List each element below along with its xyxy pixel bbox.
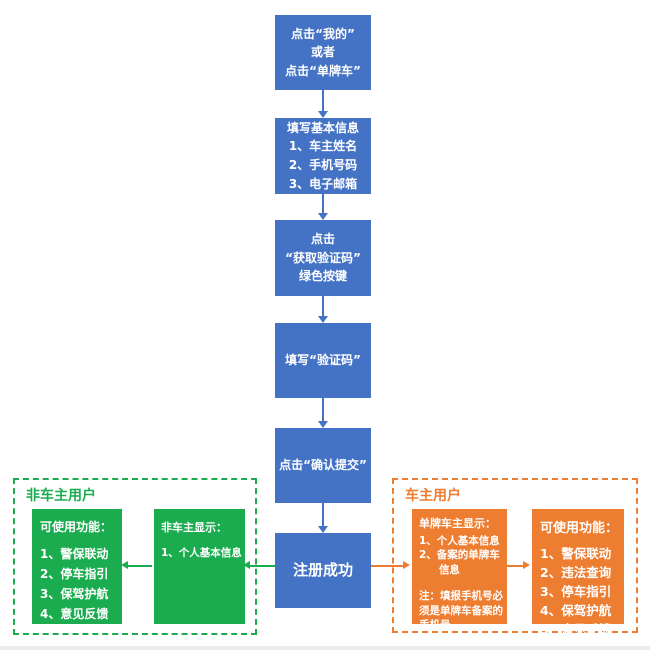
arrow-left-icon	[121, 561, 152, 570]
step-text-line: 点击“单牌车”	[285, 63, 361, 78]
display-title: 单牌车主显示：	[419, 517, 496, 530]
flow-step-enter-verification-code: 填写“验证码”	[275, 323, 371, 398]
list-item: 1、个人基本信息	[161, 547, 242, 559]
display-note: 注：填报手机号必须是单牌车备案的手机号	[419, 590, 503, 631]
list-item: 5、意见反馈	[540, 622, 612, 637]
owner-functions-box: 可使用功能： 1、警保联动 2、违法查询 3、停车指引 4、保驾护航 5、意见反…	[532, 509, 624, 637]
step-text-line: 3、电子邮箱	[288, 176, 358, 191]
step-text-line: 1、车主姓名	[288, 139, 358, 154]
flow-step-confirm-submit: 点击“确认提交”	[275, 428, 371, 503]
page-bottom-edge	[0, 646, 650, 650]
arrow-down-icon	[318, 194, 328, 220]
flow-step-fill-basic-info: 填写基本信息 1、车主姓名 2、手机号码 3、电子邮箱	[275, 118, 371, 194]
list-item: 1、个人基本信息	[419, 534, 500, 547]
step-text-line: 点击	[310, 232, 335, 247]
non-owner-functions-box: 可使用功能： 1、警保联动 2、停车指引 3、保驾护航 4、意见反馈	[32, 509, 122, 624]
step-text-line: 绿色按键	[298, 269, 347, 284]
flow-step-get-verification-code: 点击 “获取验证码” 绿色按键	[275, 220, 371, 296]
list-item: 4、意见反馈	[40, 607, 109, 621]
flow-step-entry: 点击“我的” 或者 点击“单牌车”	[275, 15, 371, 90]
list-item: 4、保驾护航	[540, 603, 612, 618]
arrow-right-icon	[505, 561, 530, 570]
owner-group-label: 车主用户	[405, 488, 461, 504]
flow-step-register-success: 注册成功	[275, 533, 371, 608]
arrow-down-icon	[318, 398, 328, 428]
arrow-down-icon	[318, 296, 328, 323]
arrow-left-icon	[243, 561, 275, 570]
step-text-line: 填写基本信息	[286, 120, 359, 135]
non-owner-display-box: 非车主显示： 1、个人基本信息	[154, 509, 245, 624]
owner-display-box: 单牌车主显示： 1、个人基本信息 2、备案的单牌车信息 注：填报手机号必须是单牌…	[412, 509, 507, 631]
step-text-line: 点击“我的”	[291, 26, 355, 41]
functions-title: 可使用功能：	[540, 521, 619, 536]
non-owner-group-label: 非车主用户	[26, 488, 96, 504]
step-text-line: 注册成功	[292, 560, 353, 579]
functions-title: 可使用功能：	[40, 520, 113, 534]
list-item: 1、警保联动	[540, 546, 612, 561]
step-text-line: “获取验证码”	[285, 250, 361, 265]
display-title: 非车主显示：	[161, 521, 227, 534]
step-text-line: 点击“确认提交”	[279, 458, 367, 473]
list-item: 2、备案的单牌车信息	[419, 549, 500, 576]
list-item: 3、保驾护航	[40, 587, 109, 601]
list-item: 2、违法查询	[540, 565, 612, 580]
step-text-line: 或者	[310, 45, 335, 60]
list-item: 1、警保联动	[40, 547, 109, 561]
non-owner-group: 非车主用户 可使用功能： 1、警保联动 2、停车指引 3、保驾护航 4、意见反馈…	[13, 478, 257, 635]
list-item: 2、停车指引	[40, 567, 109, 581]
arrow-down-icon	[318, 503, 328, 533]
arrow-right-icon	[371, 561, 410, 570]
step-text-line: 2、手机号码	[288, 158, 358, 172]
list-item: 3、停车指引	[540, 584, 612, 599]
step-text-line: 填写“验证码”	[285, 353, 361, 368]
arrow-down-icon	[318, 90, 328, 118]
owner-group: 车主用户 单牌车主显示： 1、个人基本信息 2、备案的单牌车信息 注：填报手机号…	[392, 478, 638, 637]
